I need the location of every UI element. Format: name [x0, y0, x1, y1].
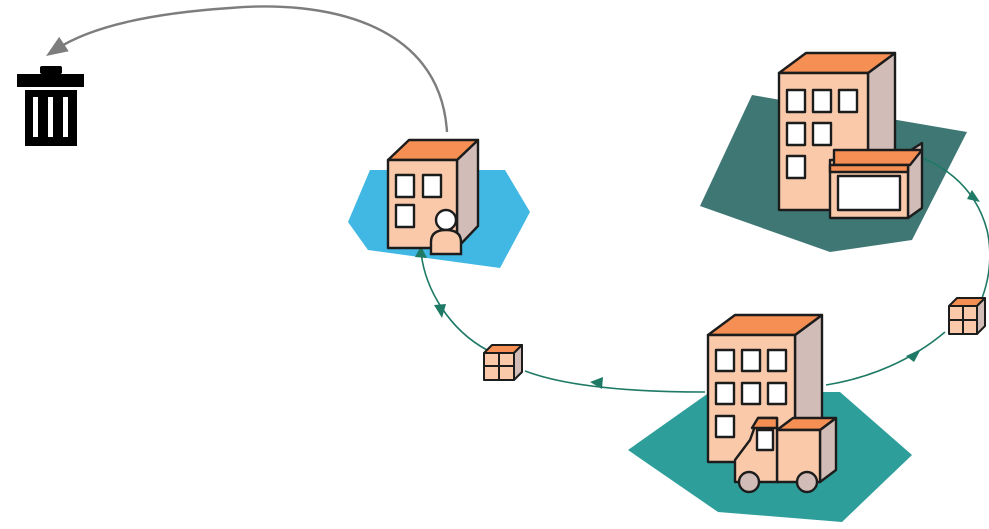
storefront-icon [828, 141, 924, 220]
delivery-truck-icon [733, 416, 838, 494]
flow-retailer-to-distributor-lower [825, 331, 946, 386]
flow-retailer-to-distributor [897, 149, 989, 321]
package-icon [483, 344, 523, 381]
consumer-person-icon [429, 208, 463, 256]
flow-consumer-to-disposal [46, 5, 449, 133]
package-icon [948, 297, 986, 335]
trash-can-icon [17, 66, 84, 146]
flow-distributor-to-consumer [524, 370, 706, 393]
flow-distributor-to-consumer-upper [420, 251, 488, 351]
consumer-building-icon [386, 138, 480, 250]
